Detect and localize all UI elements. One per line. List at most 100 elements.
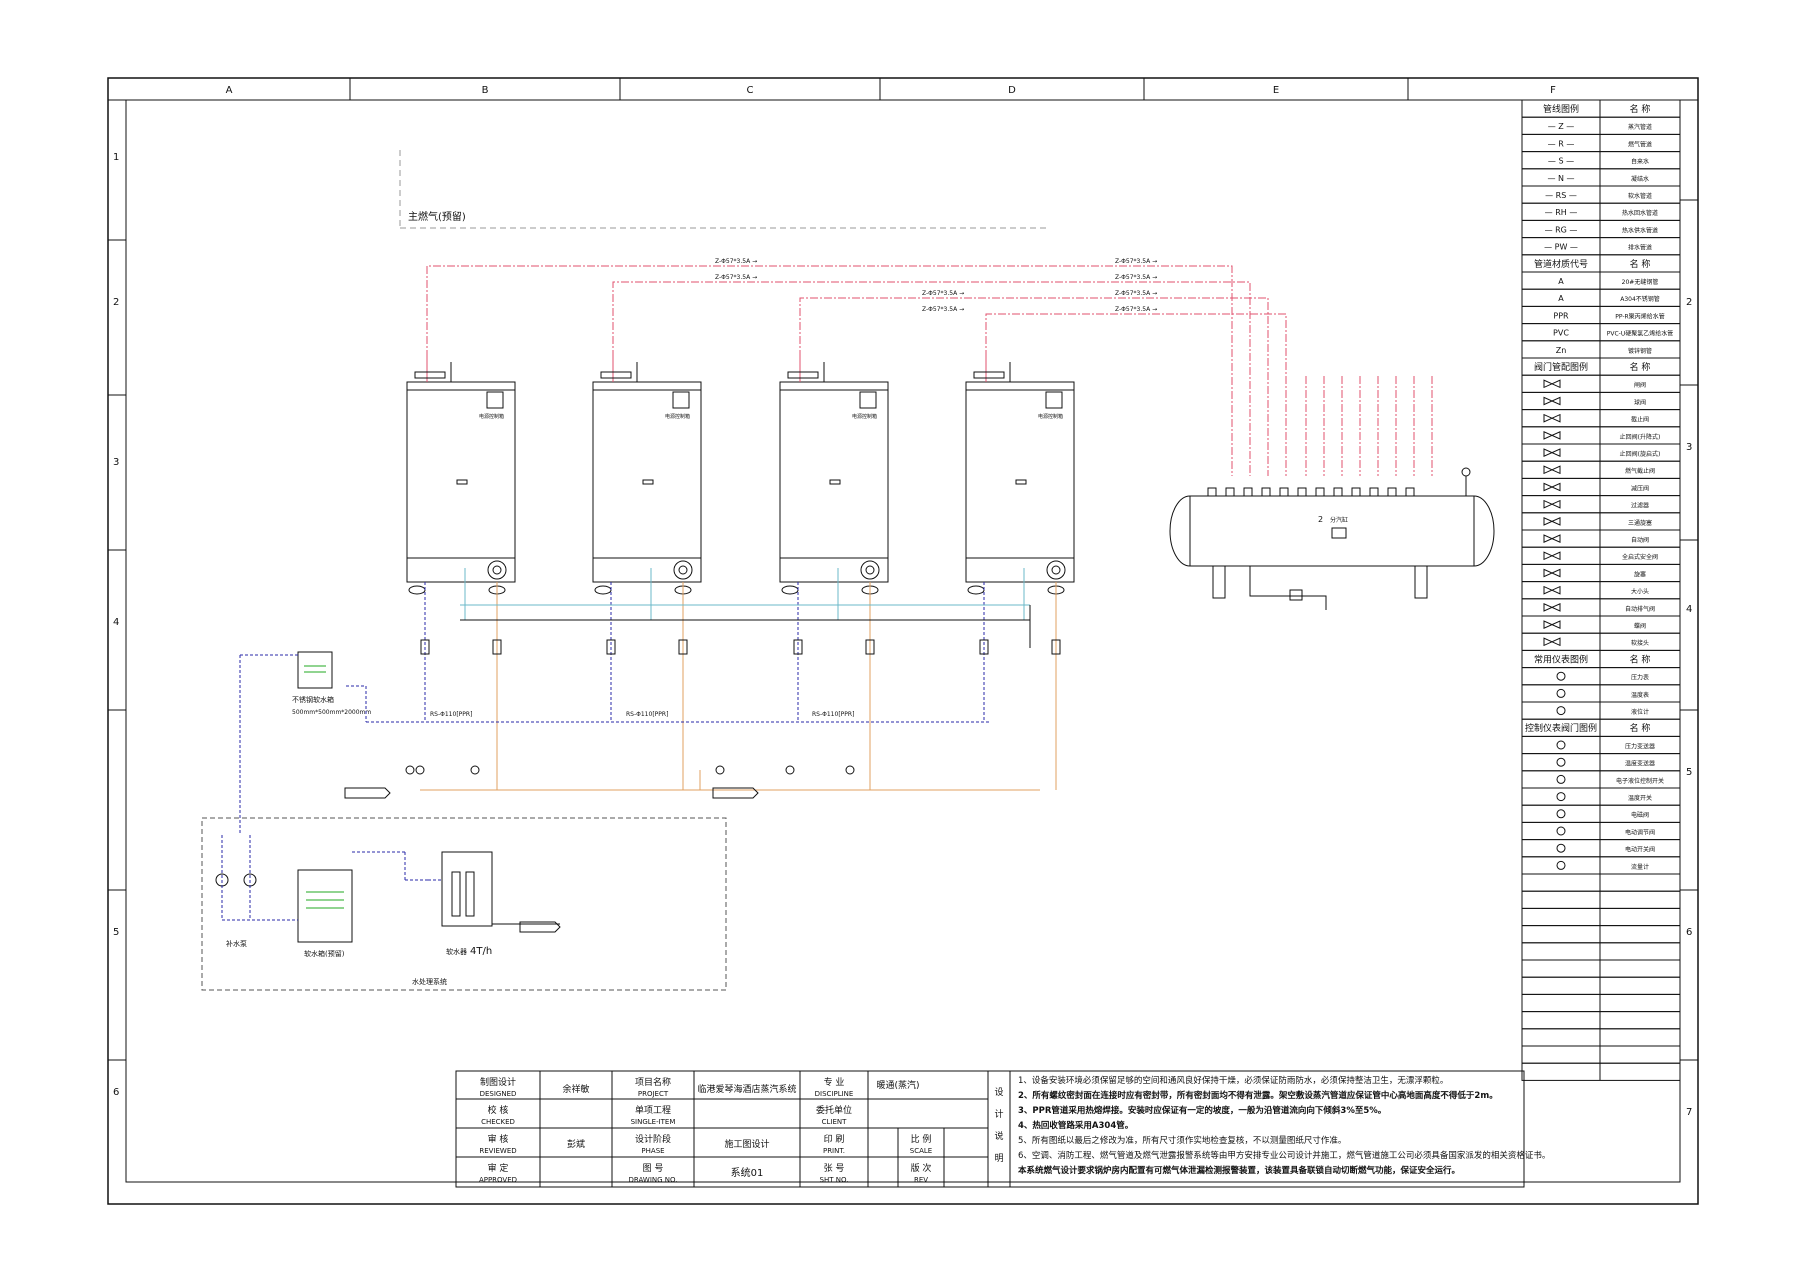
pipe-legend-row-code: — S —	[1548, 157, 1574, 166]
boiler-foot-left	[408, 585, 426, 595]
tb-single-en: SINGLE-ITEM	[631, 1118, 676, 1126]
boiler-flange	[973, 371, 1005, 379]
row-label-left: 1	[113, 152, 119, 163]
header-cap-left	[1169, 495, 1191, 567]
tb-print-en: PRINT.	[823, 1147, 845, 1155]
tank-size: 500mm*500mm*2000mm	[292, 709, 371, 716]
pipe-legend-row-label: 软水管道	[1628, 192, 1652, 200]
softener-capacity: 4T/h	[470, 946, 492, 957]
tb-single-cn: 单项工程	[635, 1104, 671, 1116]
row-label-right: 7	[1686, 1107, 1692, 1118]
control-box	[486, 391, 504, 409]
tb-checked-en: CHECKED	[481, 1118, 515, 1126]
legend-blank-row	[1521, 1011, 1681, 1030]
valve-symbol-icon	[1543, 637, 1561, 647]
row-label-right: 6	[1686, 927, 1692, 938]
tb-print-cn: 印 刷	[824, 1133, 845, 1145]
valve-legend-row	[1521, 563, 1681, 583]
row-label-left: 2	[113, 297, 119, 308]
legend-blank-row	[1521, 890, 1681, 909]
header-nozzle	[1225, 487, 1235, 497]
valve-symbol-icon	[1543, 585, 1561, 595]
pipe-legend-row	[1521, 168, 1681, 187]
pipe-legend-row-code: — RH —	[1545, 208, 1578, 217]
valve-legend-row-label: 大小头	[1631, 588, 1649, 596]
valve-legend-row-label: 自动阀	[1631, 536, 1649, 544]
burner-port	[1046, 560, 1066, 580]
instrument-legend-header-name: 名 称	[1630, 653, 1651, 665]
header-cap-right	[1473, 495, 1495, 567]
tb-note-line: 3、PPR管道采用热熔焊接。安装时应保证有一定的坡度，一般为沿管道流向向下倾斜3…	[1018, 1105, 1386, 1116]
gas-inlet-tag-1	[344, 787, 391, 799]
valve-legend-header-name: 名 称	[1630, 361, 1651, 373]
gas-valve	[865, 639, 875, 655]
control-box	[672, 391, 690, 409]
tb-designed-en: DESIGNED	[480, 1090, 517, 1098]
boiler-panel-label: 电源控制箱	[479, 413, 504, 420]
pipe-legend-header-name: 名 称	[1630, 103, 1651, 115]
control-legend-row-label: 温度开关	[1628, 794, 1652, 802]
softener-unit	[441, 851, 493, 927]
tb-phase-en: PHASE	[641, 1147, 664, 1155]
control-legend-header-title: 控制仪表阀门图例	[1525, 722, 1597, 734]
boiler-body	[779, 381, 889, 583]
valve-legend-row	[1521, 598, 1681, 617]
tb-note-line: 本系统燃气设计要求锅炉房内配置有可燃气体泄漏检测报警装置，该装置具备联锁自动切断…	[1018, 1165, 1460, 1176]
control-legend-row-label: 电动开关阀	[1625, 846, 1655, 854]
valve-symbol-icon	[1543, 620, 1561, 629]
pipe-legend-row	[1521, 116, 1681, 135]
pipe-spec: Z-Φ57*3.5A →	[922, 290, 964, 297]
tb-phase-cn: 设计阶段	[635, 1133, 671, 1145]
boiler-4: 电源控制箱	[965, 355, 1075, 595]
column-label: B	[482, 85, 489, 96]
control-legend-row	[1521, 735, 1681, 755]
header-nameplate	[1331, 527, 1347, 539]
control-legend-row-label: 电子液位控制开关	[1616, 777, 1664, 785]
tb-drawing-cn: 图 号	[643, 1163, 664, 1174]
control-legend-row-label: 压力变送器	[1625, 742, 1655, 750]
softener-label: 软水器	[446, 947, 467, 956]
tb-sht-cn: 张 号	[824, 1163, 845, 1174]
steam-pipe	[985, 313, 1287, 476]
valve-symbol-icon	[1543, 482, 1561, 492]
boiler-panel-label: 电源控制箱	[852, 413, 877, 420]
boiler-flange	[600, 371, 632, 379]
material-legend-row-label: PP-R聚丙烯给水管	[1615, 312, 1664, 320]
header-nozzle	[1261, 487, 1271, 497]
valve-symbol-icon	[1543, 499, 1561, 509]
valve-legend-row-label: 燃气截止阀	[1625, 467, 1655, 475]
burner-port-inner	[865, 565, 875, 575]
gas-valve	[678, 639, 688, 655]
feed-valve	[606, 639, 616, 655]
valve-legend-row-label: 过滤器	[1631, 502, 1649, 510]
boiler-1: 电源控制箱	[406, 355, 516, 595]
pipe-legend-row-label: 排水管道	[1628, 244, 1652, 252]
valve-symbol-icon	[1543, 603, 1561, 612]
legend-blank-row	[1521, 1062, 1681, 1081]
valve-legend-row	[1521, 581, 1681, 600]
gas-inlet-tag-2	[712, 787, 759, 799]
outlet-tag	[519, 921, 561, 933]
gauge-icon	[715, 765, 725, 775]
valve-symbol-icon	[1543, 568, 1561, 578]
material-legend-row-code: PPR	[1553, 311, 1569, 320]
tb-drawing-en: DRAWING NO.	[629, 1176, 678, 1184]
row-label-right: 4	[1686, 604, 1692, 615]
legend-blank-row	[1521, 873, 1681, 892]
header-nozzle	[1279, 487, 1289, 497]
return-pipe-label-2: RS-Φ110[PPR]	[626, 711, 668, 718]
valve-legend-row-label: 减压阀	[1631, 484, 1649, 492]
outer-frame	[107, 77, 1699, 1205]
gauge-icon	[405, 765, 415, 775]
instrument-legend-row-label: 液位计	[1631, 708, 1649, 716]
gauge-icon	[845, 765, 855, 775]
valve-legend-row-label: 自动排气阀	[1625, 605, 1655, 613]
gauge-icon	[470, 765, 480, 775]
inner-frame	[125, 99, 1681, 1183]
header-support-left	[1212, 565, 1226, 599]
boiler-foot-left	[781, 585, 799, 595]
tb-reviewed-en: REVIEWED	[479, 1147, 516, 1155]
boiler-foot-left	[967, 585, 985, 595]
